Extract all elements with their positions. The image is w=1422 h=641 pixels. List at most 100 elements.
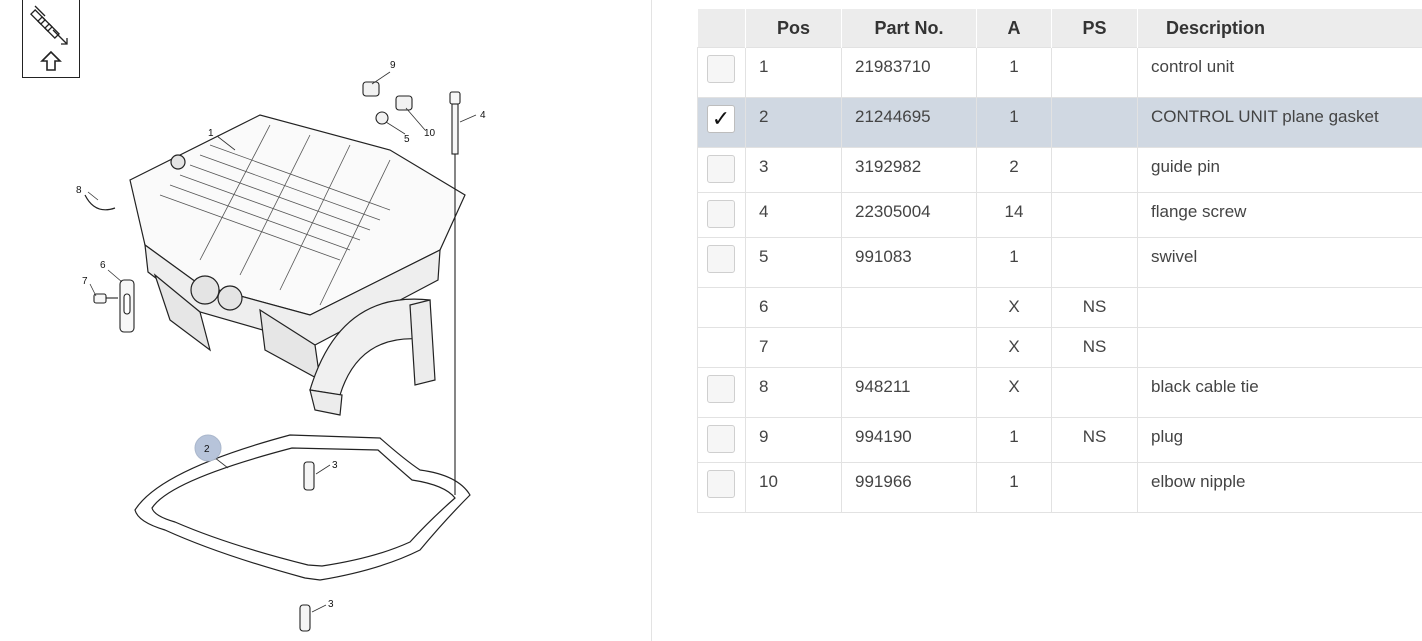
cell-description: control unit <box>1137 47 1422 98</box>
cell-part-no <box>841 327 977 368</box>
check-mark-icon: ✓ <box>711 106 731 131</box>
callout-4[interactable]: 4 <box>480 110 486 121</box>
row-select-cell <box>697 327 746 368</box>
row-select-cell <box>697 192 746 238</box>
table-header-row: Pos Part No. A PS Description <box>697 9 1422 48</box>
cell-description: flange screw <box>1137 192 1422 238</box>
cell-a: 14 <box>976 192 1052 238</box>
callout-3-lower[interactable]: 3 <box>328 599 334 610</box>
callout-6[interactable]: 6 <box>100 260 106 271</box>
cell-a: X <box>976 327 1052 368</box>
callout-1[interactable]: 1 <box>208 128 214 139</box>
row-checkbox[interactable] <box>707 375 735 403</box>
up-navigation-button[interactable] <box>22 0 80 78</box>
cell-pos: 7 <box>745 327 842 368</box>
cell-description <box>1137 287 1422 328</box>
callout-2-highlight[interactable] <box>194 434 222 462</box>
cell-part-no: 21244695 <box>841 97 977 148</box>
cell-part-no: 3192982 <box>841 147 977 193</box>
cell-pos: 2 <box>745 97 842 148</box>
cell-ps <box>1051 192 1138 238</box>
flange-screw-drawing <box>449 91 461 495</box>
cell-a: X <box>976 367 1052 418</box>
cell-pos: 8 <box>745 367 842 418</box>
header-part-no[interactable]: Part No. <box>841 9 977 48</box>
header-ps[interactable]: PS <box>1051 9 1138 48</box>
cell-pos: 4 <box>745 192 842 238</box>
cell-ps: NS <box>1051 327 1138 368</box>
cell-ps <box>1051 237 1138 288</box>
row-checkbox[interactable] <box>707 245 735 273</box>
cell-pos: 1 <box>745 47 842 98</box>
cell-part-no: 22305004 <box>841 192 977 238</box>
callout-9[interactable]: 9 <box>390 60 396 71</box>
row-select-cell <box>697 47 746 98</box>
callout-5[interactable]: 5 <box>404 134 410 145</box>
cell-part-no <box>841 287 977 328</box>
row-checkbox[interactable] <box>707 200 735 228</box>
row-checkbox[interactable] <box>707 470 735 498</box>
pane-divider <box>651 0 652 641</box>
cell-description: CONTROL UNIT plane gasket <box>1137 97 1422 148</box>
cell-ps <box>1051 462 1138 513</box>
callout-2[interactable]: 2 <box>204 444 210 455</box>
header-pos[interactable]: Pos <box>745 9 842 48</box>
cell-part-no: 991966 <box>841 462 977 513</box>
cell-a: 1 <box>976 237 1052 288</box>
row-select-cell <box>697 417 746 463</box>
cell-a: 1 <box>976 97 1052 148</box>
cell-description: elbow nipple <box>1137 462 1422 513</box>
row-checkbox[interactable] <box>707 425 735 453</box>
cell-ps: NS <box>1051 417 1138 463</box>
header-a[interactable]: A <box>976 9 1052 48</box>
cell-a: 1 <box>976 47 1052 98</box>
row-checkbox[interactable]: ✓ <box>707 105 735 133</box>
header-select <box>697 9 746 48</box>
row-checkbox[interactable] <box>707 155 735 183</box>
cell-pos: 6 <box>745 287 842 328</box>
callout-10[interactable]: 10 <box>424 128 436 139</box>
gasket-drawing <box>134 434 471 581</box>
cell-ps <box>1051 97 1138 148</box>
callout-3-upper[interactable]: 3 <box>332 460 338 471</box>
cell-a: 1 <box>976 417 1052 463</box>
cell-pos: 9 <box>745 417 842 463</box>
row-select-cell <box>697 367 746 418</box>
cell-part-no: 994190 <box>841 417 977 463</box>
cell-ps <box>1051 147 1138 193</box>
row-select-cell <box>697 462 746 513</box>
cell-a: 2 <box>976 147 1052 193</box>
control-unit-drawing <box>129 114 466 416</box>
cell-part-no: 948211 <box>841 367 977 418</box>
cell-ps <box>1051 47 1138 98</box>
cell-description: guide pin <box>1137 147 1422 193</box>
cell-description: plug <box>1137 417 1422 463</box>
cell-ps: NS <box>1051 287 1138 328</box>
cell-pos: 3 <box>745 147 842 193</box>
cell-description: black cable tie <box>1137 367 1422 418</box>
cell-description <box>1137 327 1422 368</box>
row-select-cell <box>697 287 746 328</box>
callout-8[interactable]: 8 <box>76 185 82 196</box>
row-select-cell <box>697 237 746 288</box>
header-description[interactable]: Description <box>1137 9 1422 48</box>
cell-ps <box>1051 367 1138 418</box>
row-checkbox[interactable] <box>707 55 735 83</box>
exploded-parts-diagram: 1 2 3 3 4 5 6 7 8 9 10 <box>76 60 486 632</box>
callout-7[interactable]: 7 <box>82 276 88 287</box>
cell-pos: 10 <box>745 462 842 513</box>
cell-a: 1 <box>976 462 1052 513</box>
row-select-cell <box>697 147 746 193</box>
cell-a: X <box>976 287 1052 328</box>
